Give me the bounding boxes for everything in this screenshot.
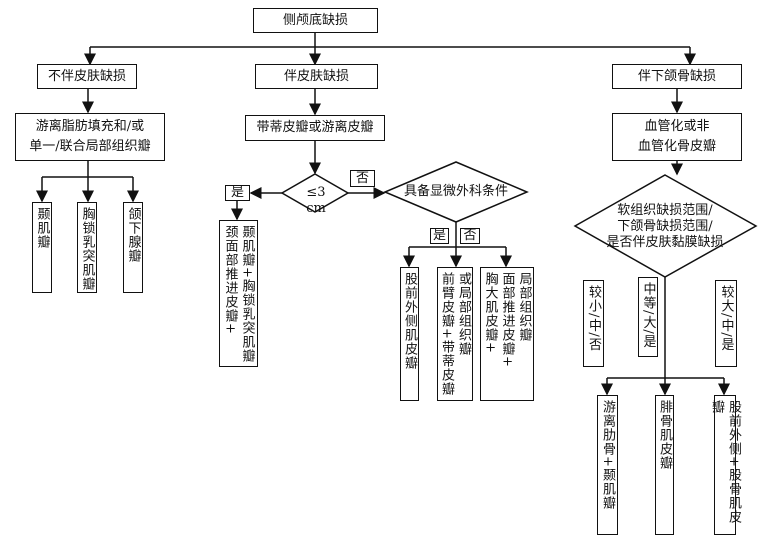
option-text: 前臂皮瓣+带蒂皮瓣 — [439, 272, 454, 396]
condition-small: 较小/中/否 — [583, 280, 604, 367]
root-box: 侧颅底缺损 — [253, 8, 378, 33]
option-text: 胸锁乳突肌瓣 — [79, 207, 95, 291]
option-text: 或局部组织瓣 — [456, 272, 471, 356]
decision-line: 下颌骨缺损范围/ — [617, 219, 713, 234]
condition-large: 较大/中/是 — [715, 280, 737, 367]
option-temporalis-flap: 颞肌瓣 — [32, 202, 52, 293]
no-skin-defect-box: 不伴皮肤缺损 — [37, 64, 137, 89]
decision-size-text: ≤3 cm — [306, 185, 326, 216]
skin-method-box: 带蒂皮瓣或游离皮瓣 — [245, 115, 385, 141]
option-text: 游离肋骨+颞肌瓣 — [600, 400, 615, 510]
option-alt-flap: 股前外侧肌皮瓣 — [400, 267, 419, 401]
option-text: 局部组织瓣 — [516, 272, 532, 342]
no-label: 否 — [460, 228, 480, 244]
option-submandibular-flap: 颌下腺瓣 — [123, 202, 143, 293]
decision-line: 软组织缺损范围/ — [617, 203, 713, 218]
method-line: 游离脂肪填充和/或 — [35, 119, 145, 134]
condition-text: 较小/中/否 — [586, 285, 601, 352]
condition-text: 中等/大/是 — [640, 282, 656, 349]
option-combined-flap: 颞肌瓣+胸锁乳突肌瓣 颈面部推进皮瓣+ — [219, 220, 258, 367]
no-label: 否 — [350, 170, 375, 187]
option-text: 面部推进皮瓣+ — [499, 272, 515, 368]
method-line: 单一/联合局部组织瓣 — [29, 139, 151, 154]
yes-label: 是 — [430, 228, 449, 244]
no-skin-method-box: 游离脂肪填充和/或 单一/联合局部组织瓣 — [15, 113, 165, 161]
option-pectoralis-flap: 局部组织瓣 面部推进皮瓣+ 胸大肌皮瓣+ — [480, 267, 534, 401]
option-rib-flap: 游离肋骨+颞肌瓣 — [597, 395, 618, 535]
decision-line: 是否伴皮肤黏膜缺损 — [606, 235, 724, 250]
mandible-method-box: 血管化或非 血管化骨皮瓣 — [612, 113, 742, 161]
decision-mandible-text: 软组织缺损范围/ 下颌骨缺损范围/ 是否伴皮肤黏膜缺损 — [600, 203, 730, 251]
option-fibula-flap: 腓骨肌皮瓣 — [655, 395, 674, 535]
condition-medium: 中等/大/是 — [638, 277, 658, 357]
option-text: 颞肌瓣 — [34, 207, 50, 249]
option-alt-femur-flap: 股前外侧+股骨肌皮瓣 — [709, 395, 741, 535]
condition-text: 较大/中/是 — [718, 285, 734, 352]
option-text: 颞肌瓣+胸锁乳突肌瓣 — [239, 225, 255, 363]
option-scm-flap: 胸锁乳突肌瓣 — [77, 202, 97, 293]
option-text: 腓骨肌皮瓣 — [657, 400, 672, 470]
yes-label: 是 — [225, 185, 250, 201]
mandible-defect-box: 伴下颌骨缺损 — [612, 64, 742, 89]
option-text: 颈面部推进皮瓣+ — [222, 225, 238, 335]
option-text: 股前外侧肌皮瓣 — [402, 272, 417, 370]
option-forearm-flap: 或局部组织瓣 前臂皮瓣+带蒂皮瓣 — [437, 267, 473, 401]
decision-diamond-size — [280, 173, 350, 213]
option-text: 股前外侧+股骨肌皮瓣 — [709, 400, 741, 524]
skin-defect-box: 伴皮肤缺损 — [255, 64, 378, 89]
method-line: 血管化骨皮瓣 — [637, 139, 716, 154]
method-line: 血管化或非 — [644, 119, 710, 134]
option-text: 胸大肌皮瓣+ — [482, 272, 498, 354]
option-text: 颌下腺瓣 — [125, 207, 141, 263]
decision-microsurgery-text: 具备显微外科条件 — [403, 184, 508, 199]
